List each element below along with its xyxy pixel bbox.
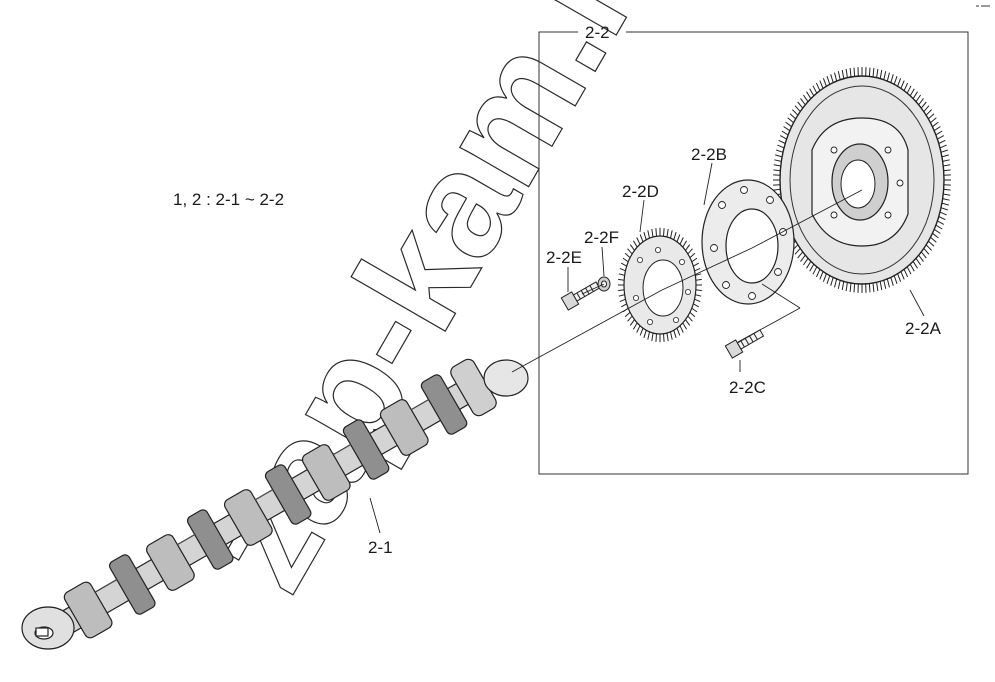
label-2-2D: 2-2D: [622, 182, 659, 201]
bolt-2-2C: [724, 329, 765, 359]
label-2-1: 2-1: [368, 538, 393, 557]
group-label: 2-2: [585, 23, 610, 42]
label-2-2C: 2-2C: [729, 378, 766, 397]
gear-2-2A: [773, 67, 951, 293]
label-2-2A: 2-2A: [905, 319, 942, 338]
leader-lines: [369, 162, 925, 534]
gear-2-2D: [618, 227, 702, 343]
formula-text: 1, 2 : 2-1 ~ 2-2: [173, 190, 284, 209]
label-2-2B: 2-2B: [691, 145, 727, 164]
plate-2-2B: [701, 179, 795, 305]
label-2-2F: 2-2F: [584, 228, 619, 247]
camshaft: [21, 358, 529, 650]
group-frame-2-2: [538, 31, 969, 475]
bolt-2-2E: [560, 281, 601, 311]
assembly-lines: [511, 189, 863, 373]
label-2-2E: 2-2E: [546, 248, 582, 267]
